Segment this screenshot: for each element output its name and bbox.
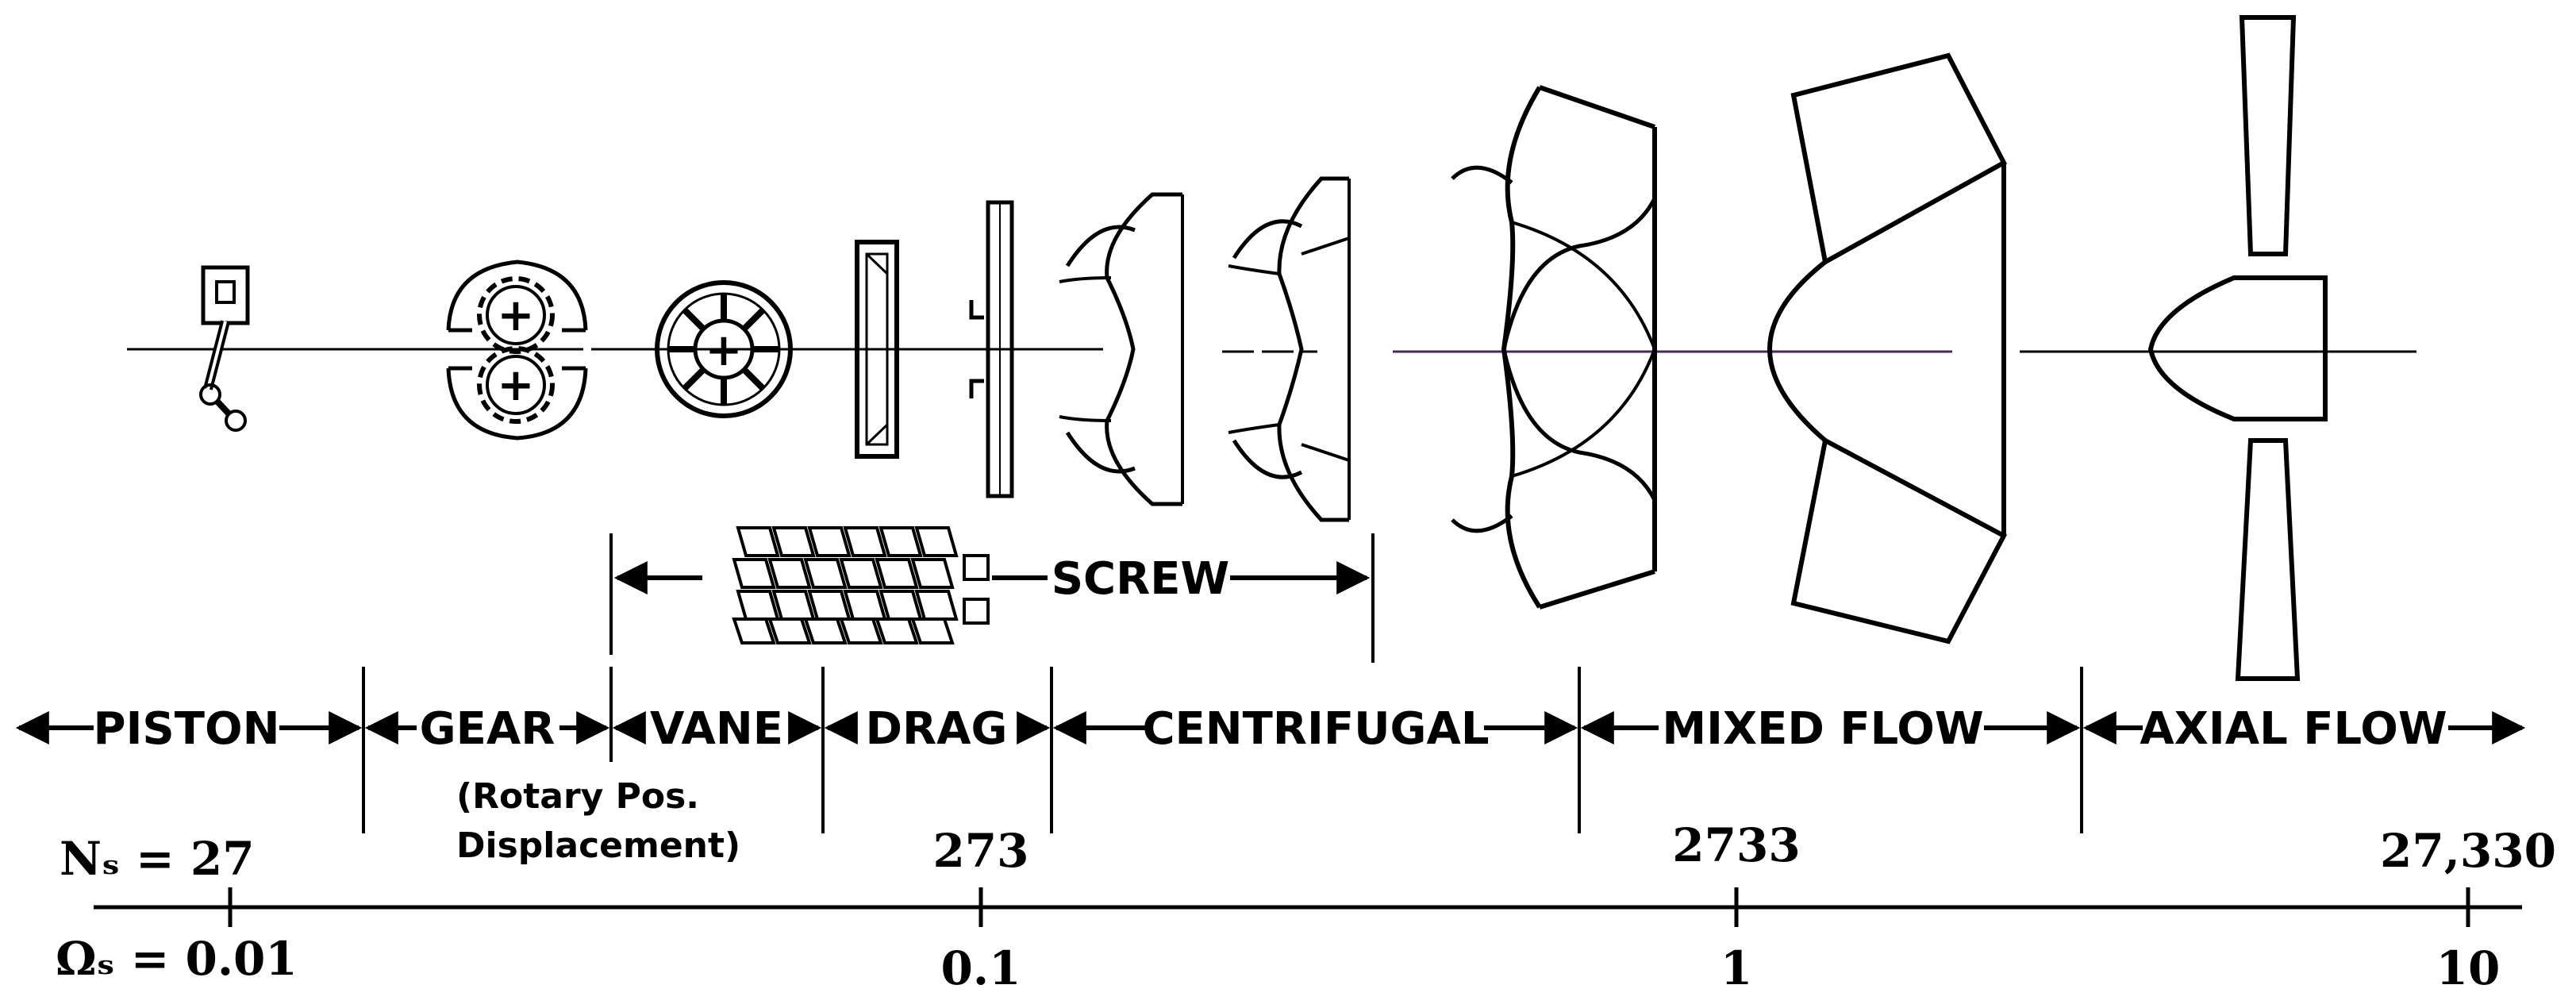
gear-pump-icon: + + [446,260,588,441]
ns-tick-27330: 27,330 [2380,824,2556,878]
omega-label: Ωₛ = 0.01 [56,932,298,986]
range-label-centrifugal: CENTRIFUGAL [1142,703,1489,755]
gear-note-line-1: (Rotary Pos. [456,776,699,817]
mixed-flow-impeller-icon [1451,85,1657,610]
range-label-drag: DRAG [866,703,1008,755]
drag-pump-icon [855,240,899,459]
shaft-centerlines [127,348,2416,353]
range-label-piston: PISTON [94,703,280,755]
specific-speed-scale: Nₛ = 27 Ωₛ = 0.01 273 2733 27,330 0.1 1 … [56,818,2556,995]
ns-label: Nₛ = 27 [60,832,255,886]
screw-pump-icon [732,526,990,644]
piston-pump-icon [199,265,250,432]
ns-tick-2733: 2733 [1672,818,1800,872]
svg-text:+: + [706,325,743,376]
omega-tick-10: 10 [2436,941,2501,995]
svg-text:+: + [498,360,535,411]
svg-text:+: + [498,290,535,341]
ns-tick-273: 273 [932,824,1028,878]
range-dividers [362,667,2083,833]
range-label-vane: VANE [650,703,783,755]
mixed-flow-impeller-icon-2 [1767,52,2008,644]
centrifugal-impeller-icon [1059,192,1184,506]
vane-pump-icon: + [655,280,793,418]
axial-flow-propeller-icon [2147,15,2328,681]
range-label-axial-flow: AXIAL FLOW [2140,703,2447,755]
range-label-gear: GEAR [420,703,556,755]
screw-range: SCREW [609,533,1375,663]
screw-disc-icon [969,200,1014,498]
gear-note: (Rotary Pos. Displacement) [456,776,740,866]
screw-label: SCREW [1052,553,1230,605]
omega-tick-1: 1 [1721,941,1752,995]
range-labels: PISTON GEAR VANE DRAG CENTRIFUGAL MIXED … [94,703,2447,755]
omega-tick-0-1: 0.1 [941,941,1021,995]
gear-note-line-2: Displacement) [456,825,740,866]
range-label-mixed-flow: MIXED FLOW [1662,703,1983,755]
centrifugal-impeller-icon-2 [1228,176,1351,522]
